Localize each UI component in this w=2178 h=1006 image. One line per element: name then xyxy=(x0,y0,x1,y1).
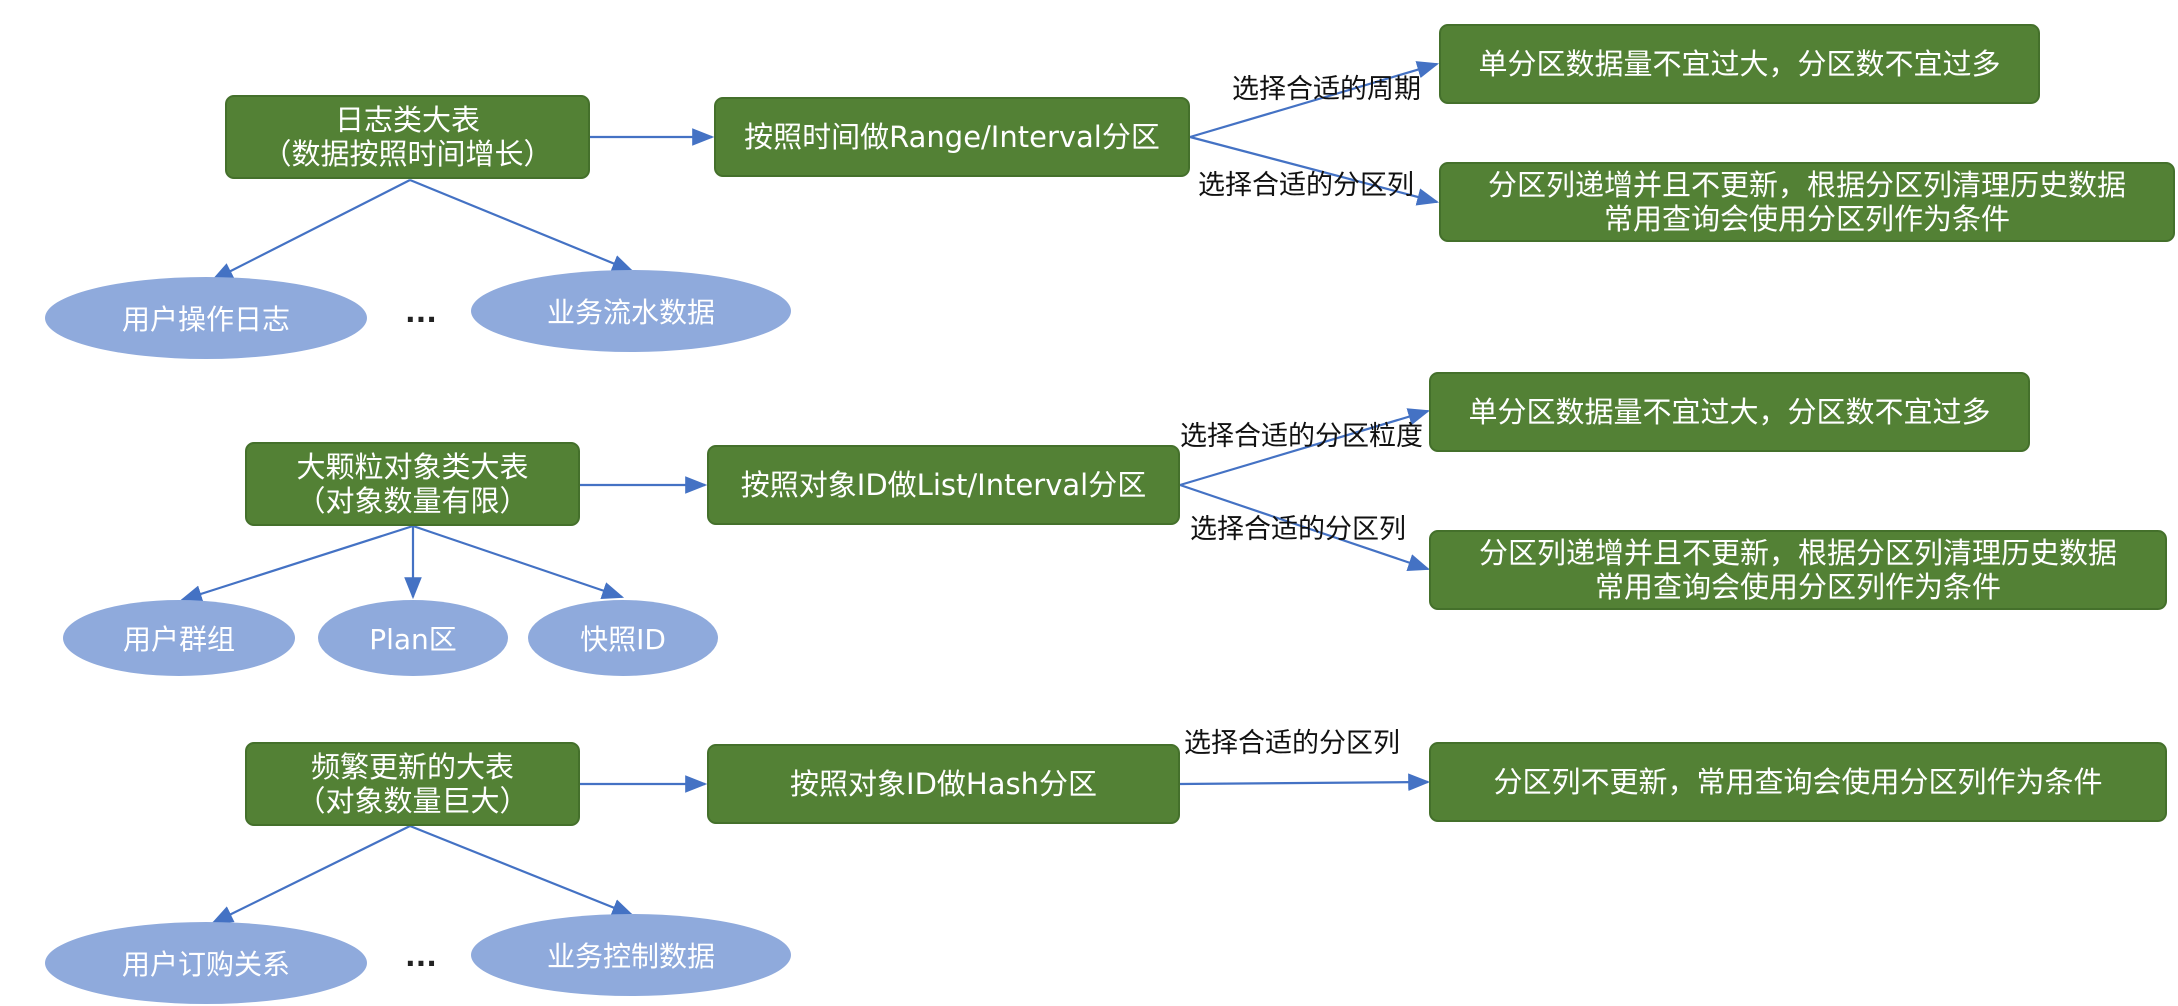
category-title: 频繁更新的大表 xyxy=(310,750,514,784)
result-line: 分区列递增并且不更新，根据分区列清理历史数据 xyxy=(1487,168,2126,202)
result-box-partition-size: 单分区数据量不宜过大，分区数不宜过多 xyxy=(1439,24,2040,104)
ellipsis: ... xyxy=(405,296,437,329)
example-oval-user-group: 用户群组 xyxy=(63,600,295,676)
example-label: 用户订购关系 xyxy=(121,948,290,981)
arrow-category1-to-example1b xyxy=(409,178,635,273)
result-box-partition-column-no-update: 分区列不更新，常用查询会使用分区列作为条件 xyxy=(1429,742,2167,822)
category-box-log-tables: 日志类大表 （数据按照时间增长） xyxy=(225,95,590,179)
branch-label-granularity: 选择合适的分区粒度 xyxy=(1180,421,1423,452)
result-box-partition-size: 单分区数据量不宜过大，分区数不宜过多 xyxy=(1429,372,2030,452)
result-line: 常用查询会使用分区列作为条件 xyxy=(1594,570,2001,604)
method-box-id-hash-partition: 按照对象ID做Hash分区 xyxy=(707,744,1180,824)
example-oval-plan-zone: Plan区 xyxy=(318,600,508,676)
example-oval-business-flow-data: 业务流水数据 xyxy=(471,270,791,352)
arrow-method2-to-result2b xyxy=(1179,483,1431,571)
method-box-id-list-partition: 按照对象ID做List/Interval分区 xyxy=(707,445,1180,525)
result-box-partition-column-rules: 分区列递增并且不更新，根据分区列清理历史数据 常用查询会使用分区列作为条件 xyxy=(1439,162,2175,242)
result-box-partition-column-rules: 分区列递增并且不更新，根据分区列清理历史数据 常用查询会使用分区列作为条件 xyxy=(1429,530,2167,610)
arrow-category1-to-example1a xyxy=(211,179,411,281)
branch-label-partition-column: 选择合适的分区列 xyxy=(1184,728,1400,759)
arrow-category3-to-example3a xyxy=(211,825,411,924)
category-box-large-object-tables: 大颗粒对象类大表 （对象数量有限） xyxy=(245,442,580,526)
arrow-category3-to-example3b xyxy=(409,824,635,917)
arrow-method2-to-result2a xyxy=(1179,408,1431,487)
category-title: 大颗粒对象类大表 xyxy=(296,450,529,484)
arrow-method3-to-result3a xyxy=(1179,773,1431,791)
method-box-time-range-partition: 按照时间做Range/Interval分区 xyxy=(714,97,1190,177)
category-subtitle: （数据按照时间增长） xyxy=(262,137,553,171)
example-oval-business-control-data: 业务控制数据 xyxy=(471,914,791,996)
method-label: 按照时间做Range/Interval分区 xyxy=(744,120,1160,154)
arrow-category2-to-example2a xyxy=(179,524,414,603)
arrow-category2-to-example2c xyxy=(412,524,625,599)
branch-label-partition-column: 选择合适的分区列 xyxy=(1190,514,1406,545)
category-subtitle: （对象数量有限） xyxy=(296,484,529,518)
result-line: 单分区数据量不宜过大，分区数不宜过多 xyxy=(1468,395,1991,429)
result-line: 分区列不更新，常用查询会使用分区列作为条件 xyxy=(1493,765,2103,799)
method-label: 按照对象ID做Hash分区 xyxy=(790,767,1097,801)
example-oval-snapshot-id: 快照ID xyxy=(528,600,718,676)
example-label: 用户群组 xyxy=(122,623,235,656)
example-label: 用户操作日志 xyxy=(121,303,290,336)
ellipsis: ... xyxy=(405,940,437,973)
example-oval-user-subscription: 用户订购关系 xyxy=(45,922,367,1004)
arrow-method1-to-result1b xyxy=(1189,135,1440,206)
category-title: 日志类大表 xyxy=(334,103,480,137)
category-subtitle: （对象数量巨大） xyxy=(296,784,529,818)
example-label: 业务控制数据 xyxy=(546,940,715,973)
result-line: 常用查询会使用分区列作为条件 xyxy=(1603,202,2010,236)
branch-label-period: 选择合适的周期 xyxy=(1232,74,1421,105)
example-oval-user-operation-log: 用户操作日志 xyxy=(45,277,367,359)
example-label: Plan区 xyxy=(369,623,457,656)
example-label: 快照ID xyxy=(580,623,666,656)
example-label: 业务流水数据 xyxy=(546,296,715,329)
branch-label-partition-column: 选择合适的分区列 xyxy=(1198,170,1414,201)
category-box-frequently-updated-tables: 频繁更新的大表 （对象数量巨大） xyxy=(245,742,580,826)
result-line: 单分区数据量不宜过大，分区数不宜过多 xyxy=(1478,47,2001,81)
arrow-method1-to-result1a xyxy=(1189,61,1440,139)
method-label: 按照对象ID做List/Interval分区 xyxy=(740,468,1147,502)
result-line: 分区列递增并且不更新，根据分区列清理历史数据 xyxy=(1478,536,2117,570)
